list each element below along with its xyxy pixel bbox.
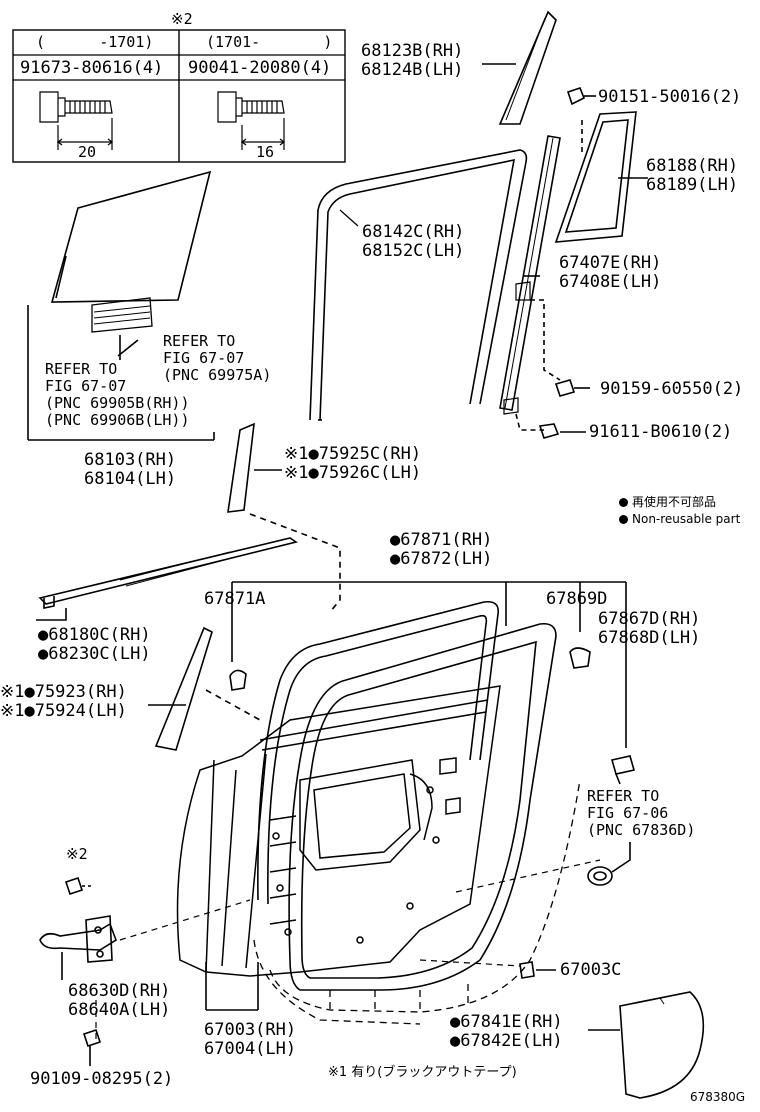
- hole-plug-67836: [587, 866, 613, 886]
- label-75923: ※1●75923(RH) ※1●75924(LH): [0, 682, 127, 721]
- refer-fig-67-07-b: REFER TO FIG 67-07 (PNC 69905B(RH)) (PNC…: [45, 360, 190, 429]
- bolt-90159: [554, 379, 590, 397]
- legend-jp: 再使用不可部品: [619, 495, 740, 509]
- door-panel: [176, 685, 501, 977]
- table-col1-part: 91673-80616(4): [20, 58, 164, 78]
- mark-2: ※2: [66, 845, 88, 863]
- refer-fig-67-06: REFER TO FIG 67-06 (PNC 67836D): [587, 787, 696, 839]
- bolt-91673-illustration: [39, 91, 113, 150]
- label-68630D: 68630D(RH) 68640A(LH): [68, 981, 171, 1020]
- lower-blackout-applique: [154, 626, 213, 751]
- label-67871A: 67871A: [204, 589, 266, 609]
- label-68142C: 68142C(RH) 68152C(LH): [362, 222, 465, 261]
- label-67003C: 67003C: [560, 960, 622, 980]
- clip-67871A: [229, 669, 247, 691]
- label-91611: 91611-B0610(2): [589, 422, 733, 442]
- label-90159: 90159-60550(2): [600, 379, 744, 399]
- label-67841E: ●67841E(RH) ●67842E(LH): [450, 1012, 563, 1051]
- figure-id: 678380G: [690, 1090, 746, 1104]
- service-hole-cover: [619, 991, 705, 1099]
- label-68103: 68103(RH) 68104(LH): [84, 450, 177, 489]
- footnote: ※1 有り(ブラックアウトテープ): [328, 1065, 517, 1080]
- label-67869D: 67869D: [546, 589, 608, 609]
- label-68180C: ●68180C(RH) ●68230C(LH): [38, 625, 151, 664]
- label-67871: ●67871(RH) ●67872(LH): [390, 530, 493, 569]
- inner-weatherstrip: [288, 622, 557, 991]
- label-68123B: 68123B(RH) 68124B(LH): [361, 41, 464, 80]
- legend-en: Non-reusable part: [619, 512, 740, 526]
- leader-lines-67871: [231, 581, 627, 748]
- bolt-table: [12, 29, 346, 163]
- label-68188: 68188(RH) 68189(LH): [646, 156, 739, 195]
- clip-67869D: [569, 647, 591, 669]
- leader-dashed-67841: [95, 859, 601, 1040]
- label-75925C: ※1●75925C(RH) ※1●75926C(LH): [284, 444, 422, 483]
- table-col2-dim: 16: [256, 143, 275, 161]
- door-glass: [50, 170, 212, 360]
- quarter-window-glass: [554, 111, 637, 243]
- table-col1-header: ( -1701): [36, 33, 154, 51]
- legend: 再使用不可部品 Non-reusable part: [619, 495, 740, 526]
- table-mark: ※2: [171, 10, 193, 28]
- label-67003: 67003(RH) 67004(LH): [204, 1020, 297, 1059]
- lower-seal-outline: [253, 779, 581, 1025]
- bolt-90109: [82, 1028, 102, 1048]
- refer-fig-67-07-a: REFER TO FIG 67-07 (PNC 69975A): [163, 332, 272, 384]
- glass-run-channel: [309, 149, 528, 421]
- legend-en-text: Non-reusable part: [632, 512, 741, 526]
- quarter-molding: [498, 10, 557, 125]
- bolt-90041-illustration: [217, 91, 285, 150]
- table-col2-header: (1701- ): [206, 33, 333, 51]
- leader-67003: [205, 962, 259, 1011]
- bolt-91611: [538, 423, 586, 439]
- clip-90151: [566, 87, 596, 106]
- grommet-67003C: [519, 961, 535, 979]
- label-67867D: 67867D(RH) 67868D(LH): [598, 609, 701, 648]
- bolt-door-check: [64, 876, 92, 896]
- upper-blackout-applique: [227, 422, 255, 513]
- clip-67867D: [610, 755, 636, 785]
- belt-weatherstrip: [38, 537, 298, 609]
- label-90109: 90109-08295(2): [30, 1069, 174, 1089]
- table-col2-part: 90041-20080(4): [188, 58, 332, 78]
- door-check: [39, 915, 117, 963]
- label-67407E: 67407E(RH) 67408E(LH): [559, 253, 662, 292]
- door-weatherstrip: [257, 600, 500, 905]
- legend-jp-text: 再使用不可部品: [632, 495, 717, 509]
- table-col1-dim: 20: [78, 143, 97, 161]
- label-90151: 90151-50016(2): [598, 87, 742, 107]
- division-bar: [499, 135, 561, 415]
